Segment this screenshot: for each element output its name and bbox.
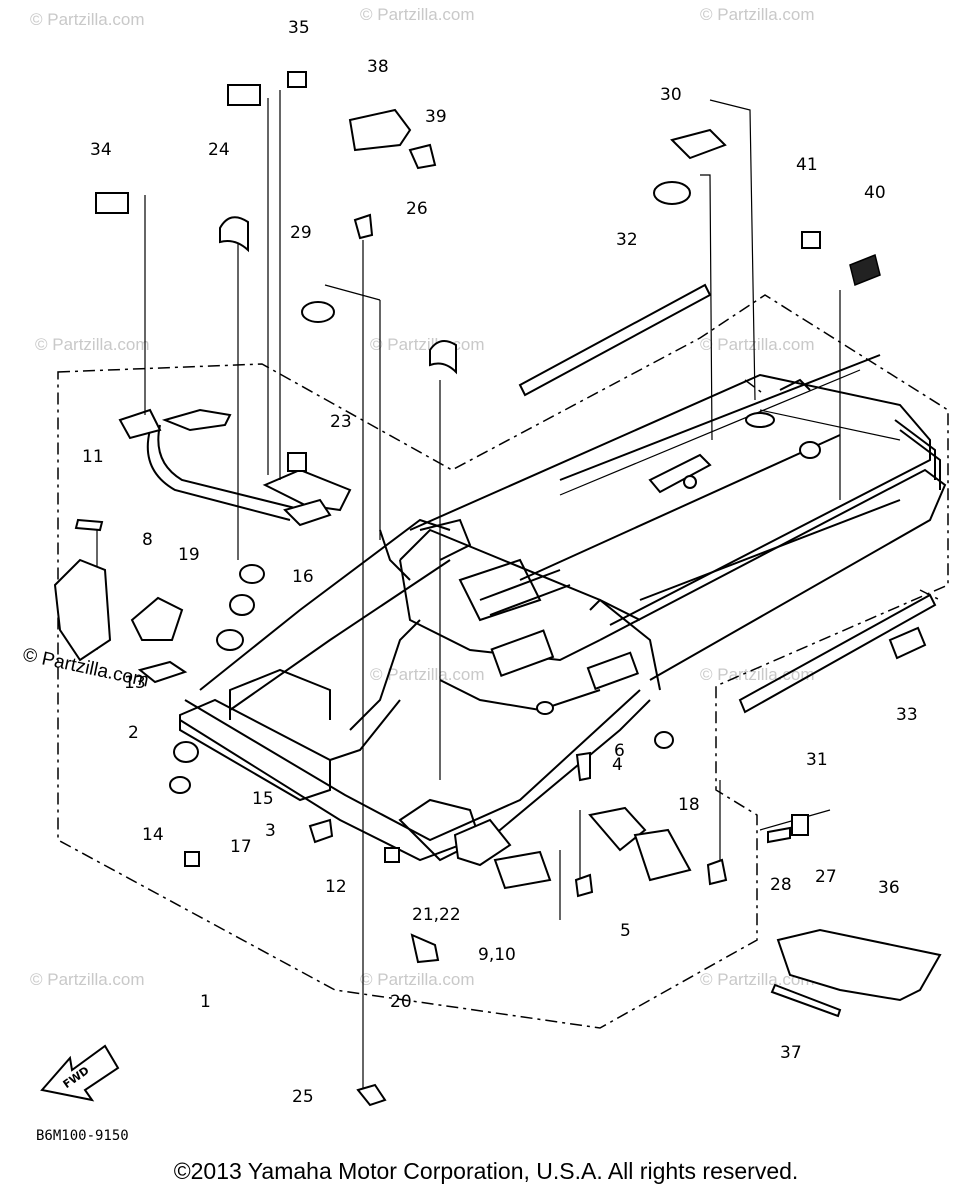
callout: 39 bbox=[425, 107, 447, 127]
callout: 32 bbox=[616, 230, 638, 250]
callout: 3 bbox=[265, 821, 276, 841]
assembly-boundary bbox=[57, 294, 949, 1029]
callout: 2 bbox=[128, 723, 139, 743]
callout: 29 bbox=[290, 223, 312, 243]
watermark: © Partzilla.com bbox=[700, 970, 815, 989]
rear-frame bbox=[409, 354, 947, 681]
block-34 bbox=[227, 84, 261, 106]
callout: 37 bbox=[780, 1043, 802, 1063]
callout: 5 bbox=[620, 921, 631, 941]
callout: 20 bbox=[390, 992, 412, 1012]
callout: 13 bbox=[124, 673, 146, 693]
callout: 36 bbox=[878, 878, 900, 898]
copyright-notice: ©2013 Yamaha Motor Corporation, U.S.A. A… bbox=[173, 1158, 799, 1184]
callout: 14 bbox=[142, 825, 164, 845]
callout: 28 bbox=[770, 875, 792, 895]
watermark: © Partzilla.com bbox=[360, 5, 475, 24]
callout: 1 bbox=[200, 992, 211, 1012]
side-skid bbox=[179, 698, 331, 802]
watermark: © Partzilla.com bbox=[700, 335, 815, 354]
watermark: © Partzilla.com bbox=[370, 665, 485, 684]
small-parts bbox=[53, 71, 942, 1107]
callout: 24 bbox=[208, 140, 230, 160]
watermark: © Partzilla.com bbox=[35, 335, 150, 354]
callout-labels: 1 2 3 4 5 6 8 9,10 11 12 13 14 15 16 17 … bbox=[82, 18, 918, 1107]
callout: 17 bbox=[230, 837, 252, 857]
callout: 27 bbox=[815, 867, 837, 887]
bracket-38 bbox=[348, 108, 412, 152]
callout: 38 bbox=[367, 57, 389, 77]
callout: 31 bbox=[806, 750, 828, 770]
callout: 41 bbox=[796, 155, 818, 175]
callout: 15 bbox=[252, 789, 274, 809]
callout: 25 bbox=[292, 1087, 314, 1107]
front-bumper bbox=[118, 408, 352, 527]
callout: 18 bbox=[678, 795, 700, 815]
watermark: © Partzilla.com bbox=[360, 970, 475, 989]
callout: 8 bbox=[142, 530, 153, 550]
callout: 21,22 bbox=[412, 905, 461, 925]
watermark: © Partzilla.com bbox=[370, 335, 485, 354]
cap-35 bbox=[287, 71, 307, 88]
callout: 9,10 bbox=[478, 945, 516, 965]
watermark: © Partzilla.com bbox=[700, 5, 815, 24]
block-34 bbox=[95, 192, 129, 214]
callout: 30 bbox=[660, 85, 682, 105]
callout: 23 bbox=[330, 412, 352, 432]
main-frame bbox=[179, 518, 661, 862]
callout: 6 bbox=[614, 741, 625, 761]
callout: 34 bbox=[90, 140, 112, 160]
callout: 26 bbox=[406, 199, 428, 219]
callout: 19 bbox=[178, 545, 200, 565]
callout: 40 bbox=[864, 183, 886, 203]
callout: 35 bbox=[288, 18, 310, 38]
callout: 4 bbox=[612, 755, 623, 775]
watermark: © Partzilla.com bbox=[700, 665, 815, 684]
callout: 11 bbox=[82, 447, 104, 467]
watermark: © Partzilla.com bbox=[30, 970, 145, 989]
watermark: © Partzilla.com bbox=[30, 10, 145, 29]
callout: 33 bbox=[896, 705, 918, 725]
diagram-code: B6M100-9150 bbox=[36, 1128, 129, 1144]
leader-lines bbox=[96, 90, 841, 1090]
watermark-layer: © Partzilla.com © Partzilla.com © Partzi… bbox=[30, 5, 815, 989]
fwd-arrow-icon: FWD bbox=[40, 1044, 120, 1102]
callout: 16 bbox=[292, 567, 314, 587]
callout: 12 bbox=[325, 877, 347, 897]
